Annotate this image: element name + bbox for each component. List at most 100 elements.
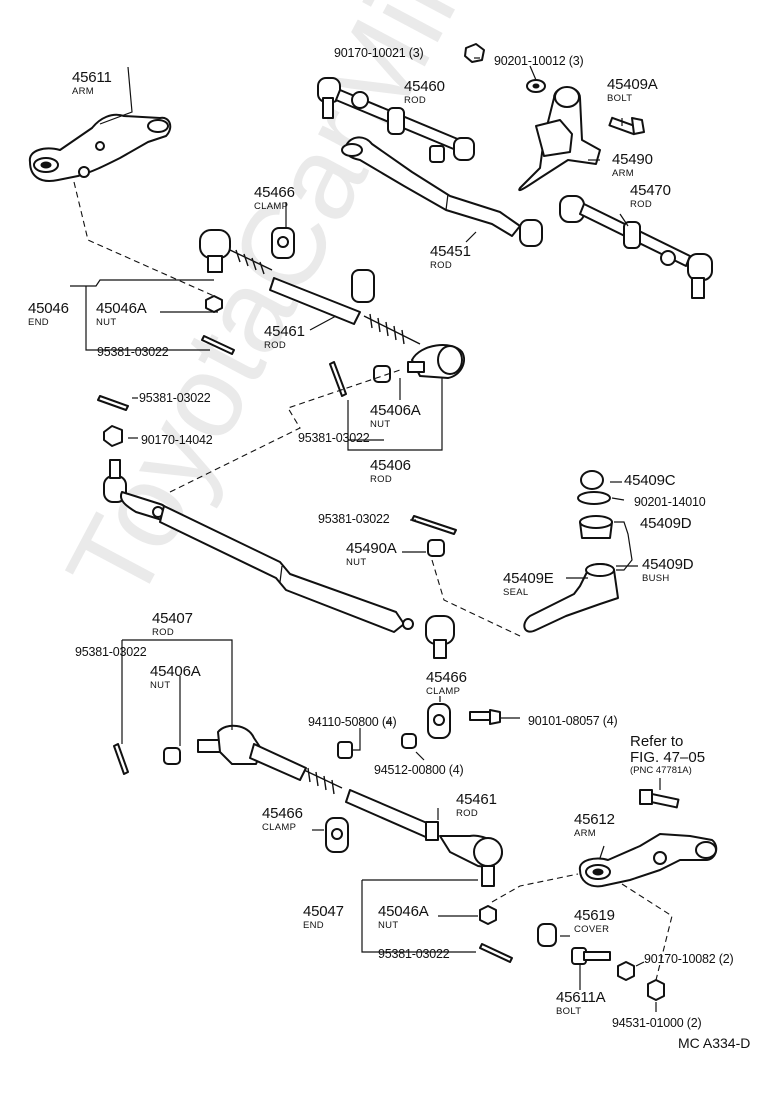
reference-line-2[interactable]: FIG. 47–05 xyxy=(630,748,706,766)
label-45611A: 45611A BOLT xyxy=(556,989,606,1017)
label-90170-14042: 90170-14042 xyxy=(141,432,213,448)
part-number: 45409D xyxy=(640,515,692,532)
part-number: 45460 xyxy=(404,78,445,95)
nut-90170-14042 xyxy=(103,425,123,447)
part-number: 90170-10021 (3) xyxy=(334,46,424,60)
part-number: 45612 xyxy=(574,811,615,828)
part-number: 95381-03022 xyxy=(298,431,370,445)
washer-94531 xyxy=(647,979,665,1001)
centre-rod-45451 xyxy=(341,136,543,247)
bolt-45611A xyxy=(571,947,611,965)
bolt-90101 xyxy=(469,709,501,725)
nut-45046A-low xyxy=(479,905,497,925)
part-number: 45490 xyxy=(612,151,653,168)
label-45406A-lower: 45406A NUT xyxy=(150,664,201,691)
label-95381-mid: 95381-03022 xyxy=(298,430,370,446)
cotter-pin-lower xyxy=(113,743,129,775)
part-number: 45046 xyxy=(28,300,69,317)
part-name: CLAMP xyxy=(426,686,461,697)
relay-rod-45470 xyxy=(559,195,713,299)
label-45466-top: 45466 CLAMP xyxy=(254,185,295,212)
tie-rod-end-45047 xyxy=(439,834,503,887)
part-name: BOLT xyxy=(556,1006,582,1017)
tie-rod-end-45046 xyxy=(199,229,273,275)
label-95381-centre: 95381-03022 xyxy=(318,511,390,527)
label-45406A-top: 45406A NUT xyxy=(370,403,421,430)
part-name: NUT xyxy=(370,419,391,430)
clamp-45466-top xyxy=(271,227,295,259)
idler-bracket-45409 xyxy=(523,470,619,633)
part-number: 45461 xyxy=(264,323,305,340)
part-number: 45466 xyxy=(426,669,467,686)
leader-lines xyxy=(70,57,673,1012)
part-name: BOLT xyxy=(607,93,633,104)
part-name: NUT xyxy=(378,920,399,931)
part-name: NUT xyxy=(96,317,117,328)
part-number: 45406A xyxy=(150,663,201,680)
center-rod-45407 xyxy=(103,459,455,659)
illustration-code: MC A334-D xyxy=(678,1035,751,1051)
label-45490A: 45490A NUT xyxy=(346,541,397,568)
part-number: 45409A xyxy=(607,76,658,93)
label-45046: 45046 END xyxy=(28,301,69,328)
part-name: SEAL xyxy=(503,587,529,598)
label-45490: 45490 ARM xyxy=(612,152,653,179)
part-number: 45470 xyxy=(630,182,671,199)
label-45407: 45407 ROD xyxy=(152,611,193,638)
part-name: CLAMP xyxy=(254,201,289,212)
part-name: END xyxy=(303,920,324,931)
reference-line-1: Refer to xyxy=(630,733,684,750)
part-name: ROD xyxy=(152,627,175,638)
label-95381-left: 95381-03022 xyxy=(139,390,211,406)
label-94110-50800: 94110-50800 (4) xyxy=(308,714,397,730)
part-number: 94110-50800 (4) xyxy=(308,715,397,729)
idler-arm-45490 xyxy=(518,86,601,192)
bolt-45409A xyxy=(608,116,645,136)
washer-90201-10012 xyxy=(526,79,546,93)
cotter-pin-left xyxy=(97,395,129,411)
part-number: 45466 xyxy=(262,805,303,822)
nut-45490A xyxy=(427,539,445,557)
label-45406: 45406 ROD xyxy=(370,458,411,485)
part-number: 45611A xyxy=(556,989,606,1006)
part-number: 95381-03022 xyxy=(378,947,450,961)
part-number: 90101-08057 (4) xyxy=(528,714,618,728)
label-90170-10082: 90170-10082 (2) xyxy=(644,951,734,967)
part-number: 90201-10012 (3) xyxy=(494,54,584,68)
label-90201-10012: 90201-10012 (3) xyxy=(494,53,584,69)
part-number: 45406 xyxy=(370,457,411,474)
part-number: 45451 xyxy=(430,243,471,260)
label-95381-top: 95381-03022 xyxy=(97,344,169,360)
label-45466-low: 45466 CLAMP xyxy=(262,806,303,833)
part-number: 45619 xyxy=(574,907,615,924)
part-number: 45047 xyxy=(303,903,344,920)
label-45409D-b: 45409D BUSH xyxy=(642,557,694,584)
part-name: END xyxy=(28,317,49,328)
label-45409A: 45409A BOLT xyxy=(607,77,658,104)
part-number: 95381-03022 xyxy=(139,391,211,405)
label-45047: 45047 END xyxy=(303,904,344,931)
clamp-45466-mid xyxy=(427,703,451,739)
part-name: CLAMP xyxy=(262,822,297,833)
part-name: ROD xyxy=(370,474,393,485)
label-45046A-top: 45046A NUT xyxy=(96,301,147,328)
label-45470: 45470 ROD xyxy=(630,183,671,210)
washer-94512 xyxy=(401,733,417,749)
part-number: 45046A xyxy=(96,300,147,317)
adjusting-tube-45461-top xyxy=(269,269,421,345)
label-45409C: 45409C xyxy=(624,473,676,489)
nut-45046A-top xyxy=(205,295,223,313)
tie-rod-end-45406 xyxy=(407,344,466,379)
label-90201-14010: 90201-14010 xyxy=(634,494,706,510)
tie-rod-45407-lower xyxy=(197,724,343,795)
part-name: ROD xyxy=(456,808,479,819)
part-number: 95381-03022 xyxy=(318,512,390,526)
part-name: ROD xyxy=(630,199,653,210)
label-45046A-low: 45046A NUT xyxy=(378,904,429,931)
label-45409D-a: 45409D xyxy=(640,515,692,532)
label-94512-00800: 94512-00800 (4) xyxy=(374,762,464,778)
part-number: 45490A xyxy=(346,540,397,557)
label-90101-08057: 90101-08057 (4) xyxy=(528,713,618,729)
part-number: 45046A xyxy=(378,903,429,920)
